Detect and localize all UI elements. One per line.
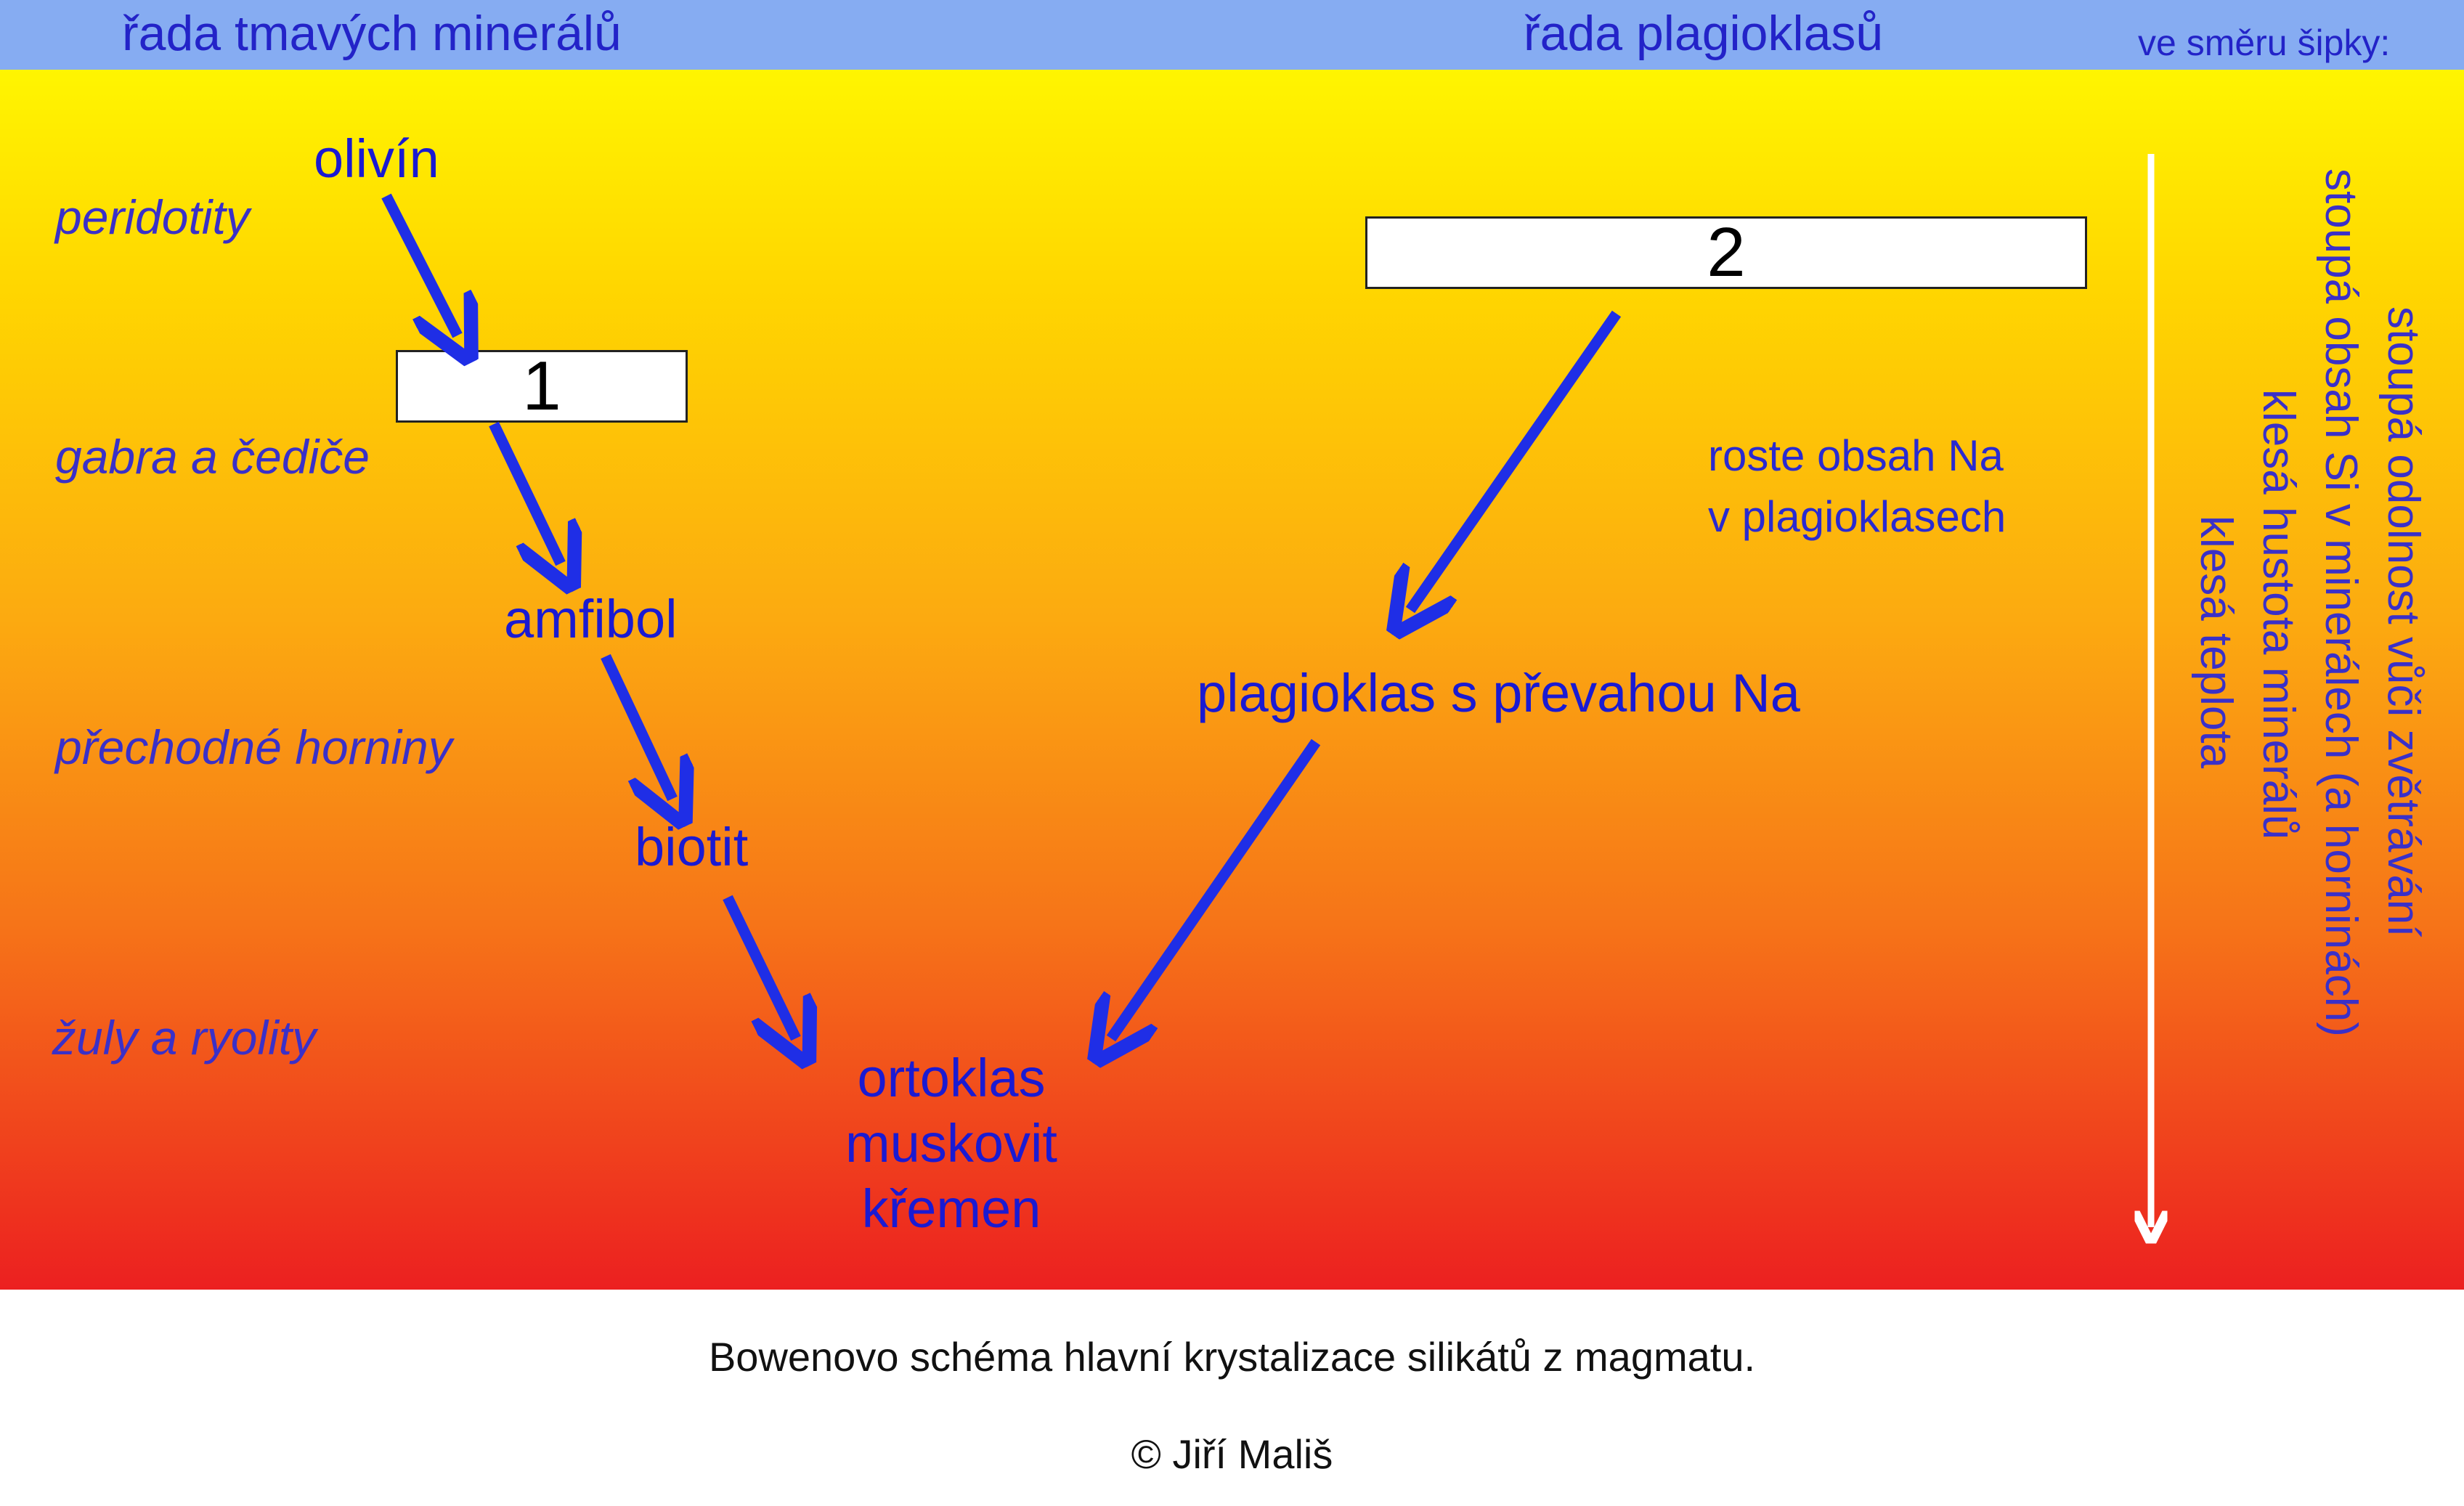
rock-label-gabra: gabra a čediče (55, 430, 370, 484)
header-arrow-direction: ve směru šipky: (2138, 23, 2391, 63)
side-note-weathering: stoupá odolnost vůči zvětrávání (2378, 306, 2428, 937)
mineral-ortoklas: ortoklas (857, 1048, 1046, 1108)
header-plagioclase-series: řada plagioklasů (1524, 6, 1884, 61)
arrow-amfibol-to-biotit (601, 654, 672, 799)
side-note-density: klesá hustota minerálů (2253, 389, 2304, 840)
header-bar: řada tmavých minerálů řada plagioklasů v… (0, 0, 2464, 70)
arrow-2-to-plagioklas (1410, 310, 1622, 610)
blank-box-2: 2 (1365, 216, 2087, 289)
mineral-kremen: křemen (861, 1179, 1041, 1239)
caption: Bowenovo schéma hlavní krystalizace sili… (708, 1334, 1756, 1380)
arrow-plagioklas-to-final (1111, 738, 1321, 1038)
note-sodium-increase: roste obsah Na v plagioklasech (1708, 426, 2006, 548)
note-line-2: v plagioklasech (1708, 492, 2006, 541)
header-dark-minerals-series: řada tmavých minerálů (122, 6, 622, 61)
note-line-1: roste obsah Na (1708, 431, 2004, 480)
side-note-silicon: stoupá obsah Si v minerálech (a horninác… (2316, 168, 2366, 1037)
copyright: © Jiří Mališ (1131, 1431, 1333, 1477)
final-minerals: ortoklas muskovit křemen (806, 1046, 1097, 1242)
mineral-muskovit: muskovit (845, 1113, 1057, 1173)
arrow-olivin-to-1 (381, 193, 458, 335)
arrow-biotit-to-final (723, 895, 796, 1038)
arrow-1-to-amfibol (489, 421, 561, 563)
mineral-olivin: olivín (314, 129, 439, 189)
rock-label-prechodne: přechodné horniny (55, 720, 452, 774)
mineral-plagioklas-na: plagioklas s převahou Na (1197, 663, 1800, 723)
rock-label-zuly: žuly a ryolity (52, 1011, 317, 1065)
rock-label-peridotity: peridotity (55, 190, 250, 244)
side-note-temperature: klesá teplota (2191, 516, 2241, 769)
